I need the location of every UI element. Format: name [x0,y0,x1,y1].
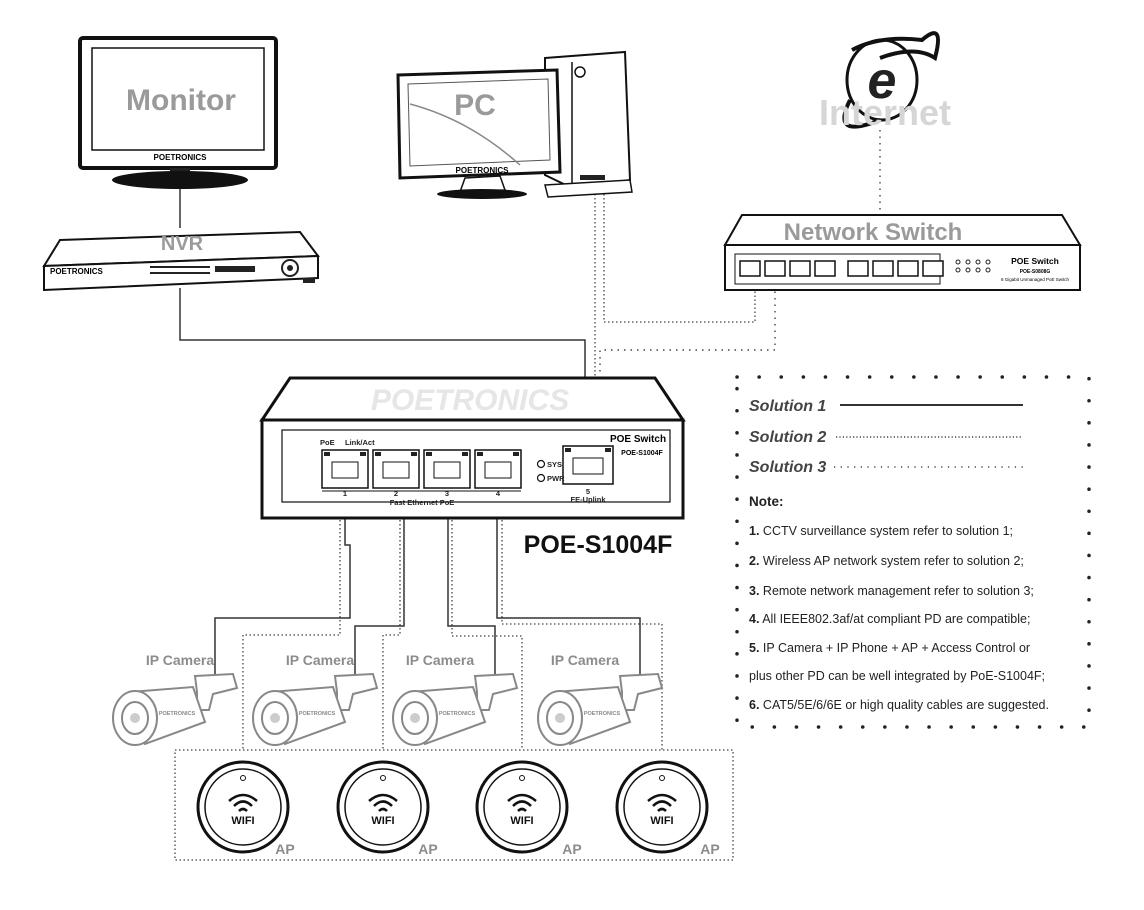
legend-border [735,375,1091,729]
fe-uplink-label: FE-Uplink [571,495,607,504]
wifi-icon [647,793,677,812]
note-6: 6. CAT5/5E/6/6E or high quality cables a… [749,698,1049,712]
poe-switch-model-small: POE-S1004F [621,450,663,457]
wifi-icon [507,793,537,812]
network-switch-ports [739,260,944,277]
note-4: 4. All IEEE802.3af/at compliant PD are c… [749,612,1030,626]
camera-label: IP Camera [286,652,354,668]
ip-camera-2: IP Camera POETRONICS [252,652,379,746]
ap-1: WIFI AP [196,760,295,857]
connections-sparse [599,130,881,460]
camera-brand: POETRONICS [159,711,196,717]
link-netswitch-poe [599,285,776,460]
ap-label: AP [418,841,437,857]
port-num-5: 5 [586,487,590,496]
wifi-label: WIFI [371,815,394,827]
wifi-label: WIFI [231,815,254,827]
link-act-label: Link/Act [345,438,375,447]
note-5: 5. IP Camera + IP Phone + AP + Access Co… [749,641,1030,655]
network-switch: Network Switch POE Switch POE-S0808G 8 G… [723,214,1082,291]
link-port3-camera3 [447,492,496,675]
wifi-label: WIFI [650,815,673,827]
port-num-1: 1 [343,489,347,498]
wifi-icon [368,793,398,812]
ip-camera-3: IP Camera POETRONICS [392,652,519,746]
note-3: 3. Remote network management refer to so… [749,584,1034,598]
network-switch-model: POE-S0808G [1020,269,1051,275]
wifi-label: WIFI [510,815,533,827]
link-port4-camera4 [496,492,641,675]
internet-label: Internet [819,92,951,133]
pwr-label: PWR [547,474,565,483]
pc-brand: POETRONICS [456,166,510,175]
nvr-brand: POETRONICS [50,267,104,276]
link-port4-ap4 [501,492,663,750]
ap-2: WIFI AP [336,760,438,857]
monitor-brand: POETRONICS [154,153,208,162]
port-num-3: 3 [445,489,449,498]
port-num-4: 4 [496,489,501,498]
poe-switch: POETRONICS PoE Link/Act POE Switch POE-S… [259,376,686,559]
ip-camera-4: IP Camera POETRONICS [537,652,664,746]
sys-led [536,459,546,469]
sys-label: SYS [547,460,562,469]
port-3 [423,449,471,489]
camera-brand: POETRONICS [584,711,621,717]
ap-label: AP [700,841,719,857]
pc-label: PC [454,89,496,122]
camera-label: IP Camera [146,652,214,668]
note-1: 1. CCTV surveillance system refer to sol… [749,524,1013,538]
ap-label: AP [562,841,581,857]
monitor-label: Monitor [126,84,236,117]
network-switch-title: POE Switch [1011,256,1059,266]
nvr: NVR POETRONICS [42,230,320,292]
solution-3-label: Solution 3 [749,459,826,476]
network-switch-label: Network Switch [784,219,963,246]
camera-brand: POETRONICS [299,711,336,717]
poe-switch-watermark: POETRONICS [371,384,569,417]
nvr-label: NVR [161,233,204,255]
pwr-led [536,473,546,483]
ap-4: WIFI AP [615,760,720,857]
wifi-icon [228,793,258,812]
link-pc-netswitch [603,190,756,323]
poe-label: PoE [320,438,335,447]
note-5b: plus other PD can be well integrated by … [749,669,1045,683]
camera-label: IP Camera [551,652,619,668]
internet: e Internet [819,31,951,133]
fast-ethernet-label: Fast Ethernet PoE [390,498,455,507]
ap-3: WIFI AP [475,760,582,857]
ap-group-box [174,749,734,861]
poe-switch-model: POE-S1004F [524,531,673,559]
poe-switch-title: POE Switch [610,434,666,445]
pc: PC POETRONICS [396,50,633,199]
link-port3-ap3 [451,492,523,750]
camera-brand: POETRONICS [439,711,476,717]
solution-2-label: Solution 2 [749,429,826,446]
link-port2-ap2 [382,492,401,750]
internet-e-icon: e [868,52,897,110]
legend-panel: Solution 1 Solution 2 Solution 3 Note: 1… [735,375,1091,729]
network-switch-subtitle: 8 Gigabit Unmanaged PoE Switch [1001,277,1070,282]
port-num-2: 2 [394,489,398,498]
camera-label: IP Camera [406,652,474,668]
note-2: 2. Wireless AP network system refer to s… [749,554,1024,568]
solution-1-label: Solution 1 [749,398,826,415]
monitor: Monitor POETRONICS [78,36,278,189]
ap-label: AP [275,841,294,857]
connections-dense [174,190,756,861]
link-port1-camera1 [214,492,351,675]
link-port1-ap1 [242,492,341,750]
note-title: Note: [749,494,784,509]
ip-camera-1: IP Camera POETRONICS [112,652,239,746]
